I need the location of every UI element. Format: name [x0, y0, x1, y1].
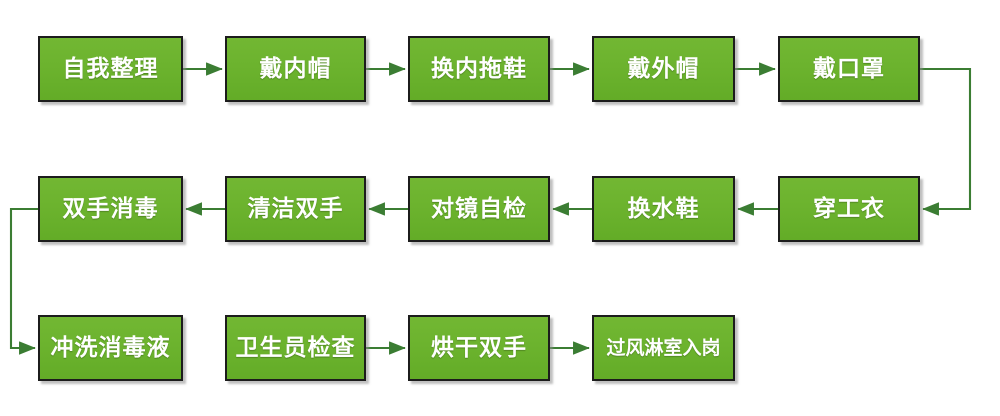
process-node-n13[interactable]: 烘干双手: [408, 315, 550, 381]
process-node-label: 换水鞋: [627, 195, 700, 222]
process-node-n11[interactable]: 冲洗消毒液: [38, 315, 183, 381]
process-node-n4[interactable]: 戴外帽: [592, 36, 735, 102]
process-node-label: 戴口罩: [813, 55, 885, 82]
process-node-n8[interactable]: 对镜自检: [408, 176, 550, 242]
process-node-label: 戴外帽: [627, 55, 700, 82]
connector-arrow-c5: [920, 67, 972, 216]
process-node-n10[interactable]: 穿工衣: [778, 176, 920, 242]
process-node-label: 卫生员检查: [235, 334, 356, 361]
process-node-label: 自我整理: [62, 55, 159, 82]
process-node-label: 清洁双手: [247, 195, 344, 222]
process-node-n1[interactable]: 自我整理: [38, 36, 183, 102]
process-node-label: 过风淋室入岗: [606, 336, 721, 359]
process-node-n2[interactable]: 戴内帽: [225, 36, 366, 102]
process-node-label: 冲洗消毒液: [50, 334, 171, 361]
process-node-n3[interactable]: 换内拖鞋: [408, 36, 550, 102]
process-node-n6[interactable]: 双手消毒: [38, 176, 183, 242]
process-node-label: 对镜自检: [431, 195, 527, 222]
process-node-label: 换内拖鞋: [431, 55, 527, 82]
process-node-label: 双手消毒: [62, 195, 159, 222]
process-node-n9[interactable]: 换水鞋: [592, 176, 735, 242]
process-node-n12[interactable]: 卫生员检查: [225, 315, 366, 381]
process-node-n14[interactable]: 过风淋室入岗: [592, 315, 735, 381]
process-node-label: 烘干双手: [431, 334, 527, 361]
connector-arrow-c10: [9, 207, 38, 355]
process-node-label: 穿工衣: [813, 195, 885, 222]
process-node-n7[interactable]: 清洁双手: [225, 176, 366, 242]
process-node-n5[interactable]: 戴口罩: [778, 36, 920, 102]
process-node-label: 戴内帽: [259, 55, 332, 82]
